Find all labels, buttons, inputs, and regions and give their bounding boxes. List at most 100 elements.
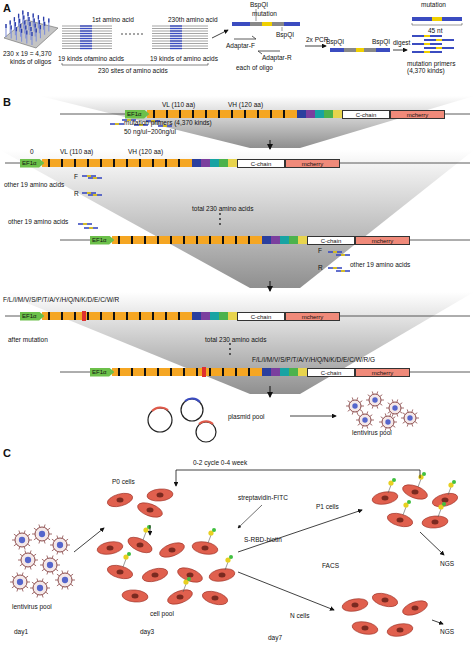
pcr-product [330, 50, 390, 51]
cell [106, 563, 134, 581]
annotation: BspQI [250, 1, 268, 8]
fitc-star [229, 555, 233, 559]
mcherry-box: mcherry [355, 368, 410, 377]
oligo-pin-tip [43, 17, 44, 21]
antibody [183, 584, 186, 592]
oligo-pin [22, 10, 23, 23]
annotation: 0 [30, 148, 34, 155]
oligo-pin-tip [44, 22, 45, 26]
cdr-stripe [170, 236, 172, 244]
oligo-site [80, 45, 92, 46]
oligo-pin [44, 22, 45, 35]
oligo-pin [34, 19, 35, 32]
virus-core [39, 531, 45, 537]
primer [88, 177, 102, 179]
segment-label: mcherry [372, 238, 394, 244]
annotation: 2x PCR [306, 36, 328, 43]
oligo-pin [30, 27, 31, 40]
segment-label: C-chain [321, 370, 342, 376]
primer-site [87, 175, 91, 177]
linker-segment [192, 312, 201, 320]
annotation: Adaptar-R [262, 54, 292, 61]
annotation: mutation [421, 1, 446, 8]
primer [424, 47, 454, 49]
cdr-stripe [126, 159, 128, 167]
cdr-stripe [100, 312, 102, 320]
annotation: VL (110 aa) [162, 101, 195, 108]
oligo-site [170, 48, 182, 49]
oligo-pin-tip [29, 22, 30, 26]
oligo-site [170, 33, 182, 34]
oligo-pin [28, 17, 29, 30]
linker-segment [280, 236, 289, 244]
oligo-pin-tip [21, 29, 22, 33]
cdr-stripe [152, 312, 154, 320]
primer-site [83, 223, 87, 225]
virus-core [372, 397, 377, 402]
segment-label: C-chain [251, 314, 272, 320]
cell-nucleus [187, 573, 194, 578]
segment-label: mcherry [407, 112, 429, 118]
annotation: kinds of oligos [10, 58, 51, 65]
annotation: 230th amino acid [168, 16, 218, 23]
annotation: P1 cells [316, 503, 339, 510]
cdr-stripe [196, 368, 198, 376]
antibody [123, 559, 126, 567]
oligo-pin-tip [14, 17, 15, 21]
lentivirus [10, 391, 419, 597]
oligo-pin-tip [23, 15, 24, 19]
cdr-stripe [131, 368, 133, 376]
cdr-stripe [222, 368, 224, 376]
oligo [62, 46, 112, 47]
arrow [270, 386, 271, 397]
cdr-stripe [74, 312, 76, 320]
primer [88, 194, 102, 196]
primer-site [89, 227, 93, 229]
cdr-stripe [113, 312, 115, 320]
oligo-pin-tip [5, 24, 6, 28]
fitc-star [187, 577, 191, 581]
oligo [62, 36, 112, 37]
cdr-stripe [209, 236, 211, 244]
cell-nucleus [132, 594, 139, 599]
panel-letter: C [3, 447, 11, 460]
linker-segment [219, 312, 228, 320]
oligo-pin-tip [48, 18, 49, 22]
cell-nucleus [169, 548, 176, 553]
linker-segment [210, 312, 219, 320]
cell-nucleus [382, 598, 389, 603]
ellipsis-dot [219, 213, 221, 215]
virus-shell [15, 533, 29, 547]
cdr-stripe [61, 312, 63, 320]
arrow [290, 416, 336, 417]
virus-shell [13, 575, 27, 589]
primer [412, 51, 442, 53]
segment-label: C-chain [321, 238, 342, 244]
funnel-band [40, 96, 474, 148]
primer [78, 223, 92, 225]
oligo-pin-tip [20, 24, 21, 28]
cell [126, 534, 155, 556]
cdr-stripe [126, 312, 128, 320]
oligo-pin-tip [25, 25, 26, 29]
cdr-stripe [153, 110, 155, 118]
virus-core [385, 419, 390, 424]
virus-core [25, 557, 31, 563]
cdr-stripe [139, 159, 141, 167]
fitc-star [442, 502, 446, 506]
cdr-stripe [74, 159, 76, 167]
oligo [152, 41, 208, 42]
cdr-stripe [183, 236, 185, 244]
arrow [270, 140, 271, 149]
promoter-arrow: EF1α [90, 368, 114, 377]
oligo-pin [5, 24, 6, 37]
cell [386, 511, 414, 529]
cell-nucleus [397, 628, 404, 633]
oligo-pin-tip [26, 30, 27, 34]
primer-site [424, 43, 430, 45]
antibody [403, 507, 406, 515]
oligo-site [170, 30, 182, 31]
primer-stack [412, 36, 454, 52]
cdr-stripe [218, 110, 220, 118]
annotation: lentivirus pool [352, 429, 392, 436]
